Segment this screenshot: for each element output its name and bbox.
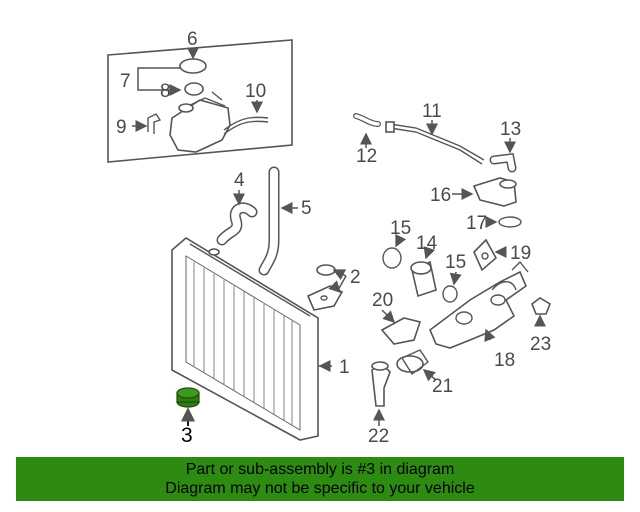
callout-17: 17	[466, 213, 487, 234]
callout-7: 7	[120, 71, 131, 92]
notice-banner: Part or sub-assembly is #3 in diagram Di…	[16, 457, 624, 501]
callout-16: 16	[430, 185, 451, 206]
callout-15b: 15	[445, 252, 466, 273]
upper-hose	[216, 190, 258, 246]
gasket-19	[473, 238, 507, 272]
callout-5: 5	[301, 198, 312, 219]
callout-12: 12	[356, 146, 377, 167]
callout-3: 3	[181, 424, 193, 447]
callout-4: 4	[234, 170, 245, 191]
banner-line-1: Part or sub-assembly is #3 in diagram	[185, 461, 455, 478]
banner-line-2: Diagram may not be specific to your vehi…	[165, 480, 475, 497]
callout-23: 23	[530, 334, 551, 355]
callout-15a: 15	[390, 218, 411, 239]
drain-plug-highlight	[176, 387, 200, 426]
callout-11: 11	[422, 101, 442, 122]
callout-21: 21	[432, 376, 453, 397]
o-ring-and-seal	[382, 233, 462, 303]
callout-20: 20	[372, 290, 393, 311]
radiator-fins	[193, 262, 293, 426]
lower-hose	[258, 166, 298, 276]
callout-6: 6	[187, 29, 198, 50]
gasket-17	[485, 216, 522, 228]
temp-sensor	[531, 297, 551, 327]
callout-22: 22	[368, 426, 389, 447]
radiator	[171, 237, 332, 441]
callout-13: 13	[500, 119, 521, 140]
callout-1: 1	[339, 357, 350, 378]
callout-2: 2	[350, 267, 361, 288]
water-outlet	[371, 361, 391, 426]
callout-19: 19	[510, 243, 531, 264]
thermostat-cover	[380, 309, 422, 345]
callout-9: 9	[116, 117, 127, 138]
callout-18: 18	[494, 350, 515, 371]
reservoir-inset	[107, 39, 293, 163]
bypass-hoses	[353, 113, 517, 173]
callout-8: 8	[160, 81, 171, 102]
outlet-housing	[452, 177, 517, 207]
coolant-manifold	[429, 260, 529, 349]
parts-diagram: 1 2 3 4 5 6 7 8 9 10 11 12 13 14 15 15 1…	[107, 29, 551, 447]
bracket	[306, 264, 347, 311]
thermostat	[396, 349, 437, 382]
callout-10: 10	[245, 81, 266, 102]
callout-14: 14	[416, 233, 438, 254]
